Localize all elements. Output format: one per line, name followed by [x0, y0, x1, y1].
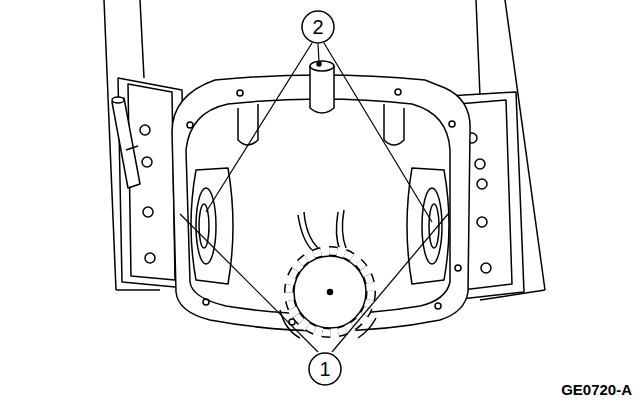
callout-text-holder: 2	[301, 10, 335, 44]
locating-rod	[112, 97, 140, 188]
pinion-gear	[280, 246, 376, 338]
callout-circle: 1	[308, 352, 342, 386]
callout-ring	[309, 353, 341, 385]
housing-boss	[238, 61, 404, 145]
wire	[298, 210, 346, 250]
callout-number: 2	[312, 17, 323, 37]
leader-line	[180, 43, 448, 352]
figure-code: GE0720-A	[561, 381, 632, 398]
callout-ring	[302, 11, 334, 43]
callout-circle: 2	[301, 10, 335, 44]
callout-text-holder: 1	[308, 352, 342, 386]
callout-number: 1	[319, 359, 330, 379]
